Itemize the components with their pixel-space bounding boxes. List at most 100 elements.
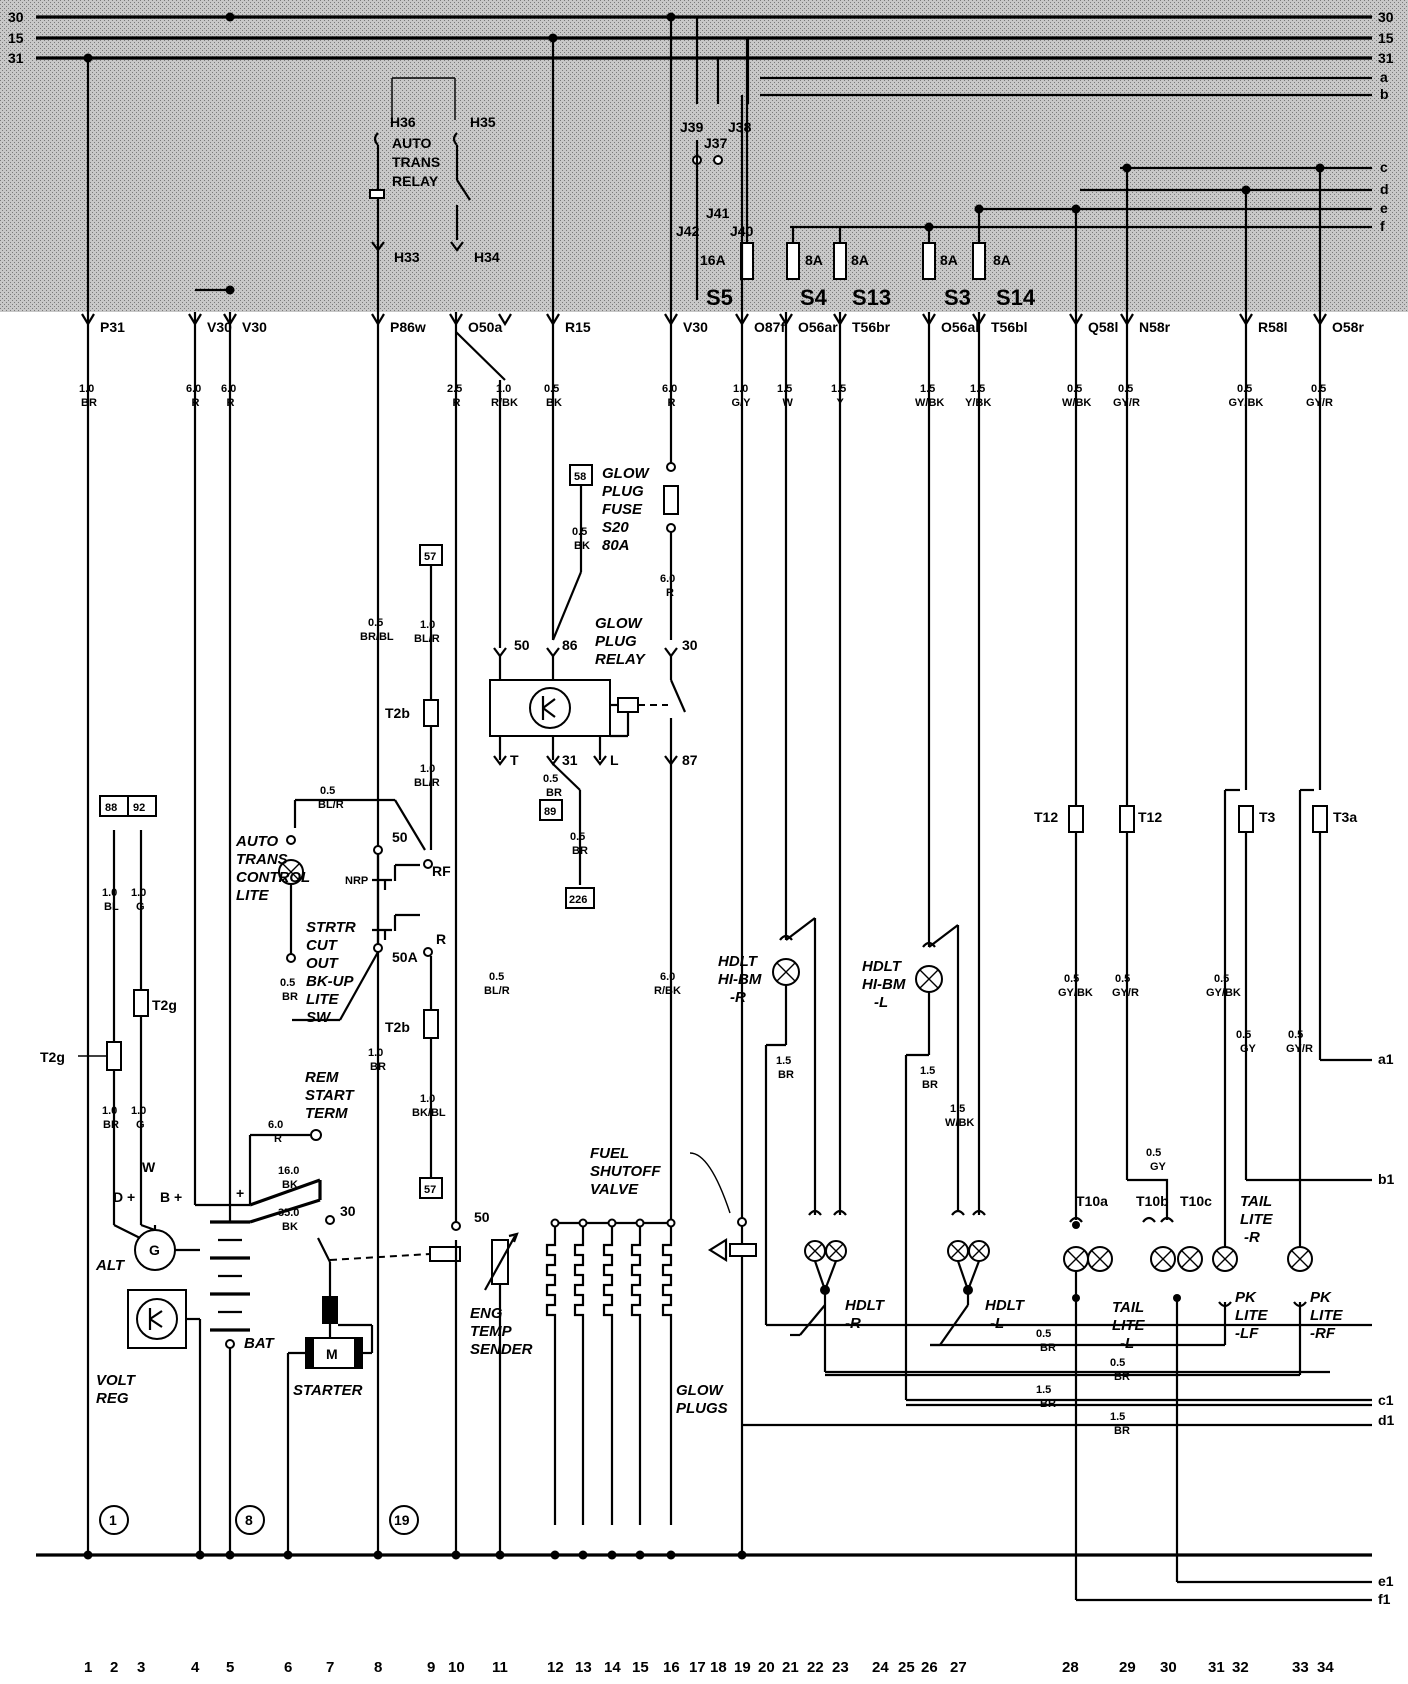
conn-t10c: T10c [1180, 1193, 1212, 1209]
headlamp-circuits: HDLT HI-BM -R 1.5 BR HDLT -R HDLT HI-B [718, 312, 1372, 1402]
svg-text:CONTROL: CONTROL [236, 869, 310, 886]
junction-dot [1241, 185, 1251, 195]
svg-text:HDLT: HDLT [985, 1297, 1026, 1314]
bus-label-right-30: 30 [1378, 9, 1394, 25]
wire-color-gnd-b: BR [1114, 1371, 1130, 1383]
output-c1: c1 [1378, 1392, 1394, 1408]
wire-size-t3a: 0.5 [1288, 1029, 1303, 1041]
svg-text:PK: PK [1235, 1289, 1257, 1306]
engine-temp-sender: 0.5 BL/R 50 ENG TEMP SENDER [429, 312, 533, 1555]
svg-text:-R: -R [845, 1315, 861, 1332]
wire-size-alt-g: 1.0 [131, 887, 146, 899]
wire-color-trans-57: BL/R [414, 633, 440, 645]
fuse-name-s13: S13 [852, 285, 891, 310]
alternator-label: ALT [95, 1257, 126, 1274]
terminal-wire-size: 1.0 [496, 383, 511, 395]
wire-size-sw-r: 1.0 [420, 1093, 435, 1105]
wire-color-t3-2: GY [1240, 1043, 1257, 1055]
output-b1: b1 [1378, 1171, 1395, 1187]
terminal-label: O87f [754, 319, 785, 335]
grid-number: 27 [950, 1659, 967, 1676]
terminal-wire-size: 1.5 [920, 383, 935, 395]
grid-number: 28 [1062, 1659, 1079, 1676]
svg-text:BK-UP: BK-UP [306, 973, 354, 990]
bus-bars: 30 15 31 30 15 31 a b c d e f [8, 9, 1394, 234]
grid-number: 20 [758, 1659, 775, 1676]
relay-pin-30: 30 [682, 637, 698, 653]
auto-trans-control: 57 1.0 BL/R T2b 1.0 BL/R 0.5 BL/R AUTO T… [235, 544, 451, 1199]
junction-dot [1315, 163, 1325, 173]
wire-color-alt-g2: G [136, 1119, 145, 1131]
terminal-label: O56ar [798, 319, 838, 335]
bus-label-right-15: 15 [1378, 30, 1394, 46]
grid-number: 6 [284, 1659, 292, 1676]
relay-pin-t: T [510, 752, 519, 768]
terminal-wire-size: 1.0 [733, 383, 748, 395]
terminal-connector [498, 313, 512, 327]
charging-starting-system: 88 92 1.0 BL 1.0 G T2g T2g 1.0 BR 1.0 G … [40, 312, 431, 1555]
output-e1: e1 [1378, 1573, 1394, 1589]
bus-label-left-15: 15 [8, 30, 24, 46]
grid-number: 14 [604, 1659, 621, 1676]
fuse-rating-s3: 8A [940, 252, 958, 268]
junction-dot [548, 33, 558, 43]
bus-label-f: f [1380, 218, 1385, 234]
wire-color-hdlt-r: BR [778, 1069, 794, 1081]
svg-text:TRANS: TRANS [236, 851, 288, 868]
circle-ref-1: 1 [109, 1512, 117, 1528]
starter-motor-icon [305, 1337, 363, 1369]
wire-color-t10b: GY [1150, 1161, 1167, 1173]
conn-t12-a: T12 [1034, 809, 1058, 825]
terminal-label: T56br [852, 319, 891, 335]
glow-plugs: GLOW PLUGS 6.0 R/BK [545, 971, 728, 1525]
grid-number: 19 [734, 1659, 751, 1676]
wire-size-glow-plug: 6.0 [660, 971, 675, 983]
fuse-rating-s14: 8A [993, 252, 1011, 268]
relay-pin-l: L [610, 752, 619, 768]
battery-plus: + [236, 1185, 244, 1201]
wire-color-sw-ground: BR [370, 1061, 386, 1073]
auto-trans-relay: H36 H35 AUTO TRANS RELAY H33 H34 [369, 77, 500, 265]
volt-reg-label-1: VOLT [96, 1372, 137, 1389]
wire-color-t12-1: GY/BK [1058, 987, 1093, 999]
wire-color-glow-86: BK [574, 540, 590, 552]
terminal-label: O56al [941, 319, 979, 335]
glow-plug-fuse-icon [663, 485, 679, 515]
terminal-wire-size: 1.0 [79, 383, 94, 395]
fuse-rating-s4: 8A [805, 252, 823, 268]
svg-text:AUTO: AUTO [392, 135, 432, 151]
box-57-top: 57 [424, 551, 436, 563]
svg-text:-R: -R [1244, 1229, 1260, 1246]
wire-size-gnd-a: 0.5 [1036, 1328, 1051, 1340]
wire-color-bat-starter: BK [282, 1179, 298, 1191]
fuel-shutoff-valve: FUEL SHUTOFF VALVE [590, 1145, 757, 1555]
terminal-wire-size: 1.5 [831, 383, 846, 395]
grid-number: 9 [427, 1659, 435, 1676]
svg-text:-RF: -RF [1310, 1325, 1336, 1342]
grid-number: 13 [575, 1659, 592, 1676]
svg-text:PK: PK [1310, 1289, 1332, 1306]
svg-text:TAIL: TAIL [1112, 1299, 1144, 1316]
alt-w-label: W [142, 1159, 156, 1175]
starter-label: STARTER [293, 1382, 363, 1399]
box-89: 89 [544, 806, 556, 818]
svg-text:LITE: LITE [306, 991, 339, 1008]
relay-pin-86: 86 [562, 637, 578, 653]
grid-number: 24 [872, 1659, 889, 1676]
svg-text:LITE: LITE [1235, 1307, 1268, 1324]
eng-temp-label-1: ENG [470, 1305, 503, 1322]
svg-text:LITE: LITE [1310, 1307, 1343, 1324]
wire-color-hdlt-l2: W/BK [945, 1117, 974, 1129]
glow-plug-icon [630, 1227, 642, 1525]
wire-color-alt-bl: BL [104, 901, 119, 913]
wire-size-alt-br: 1.0 [102, 1105, 117, 1117]
ground-junction [607, 1550, 617, 1560]
svg-text:GLOW: GLOW [595, 615, 643, 632]
svg-text:-L: -L [1120, 1335, 1134, 1352]
wire-color-temp: BL/R [484, 985, 510, 997]
ground-junction [225, 1550, 235, 1560]
grid-number: 26 [921, 1659, 938, 1676]
svg-text:H36: H36 [390, 114, 416, 130]
junction-dot [1122, 163, 1132, 173]
